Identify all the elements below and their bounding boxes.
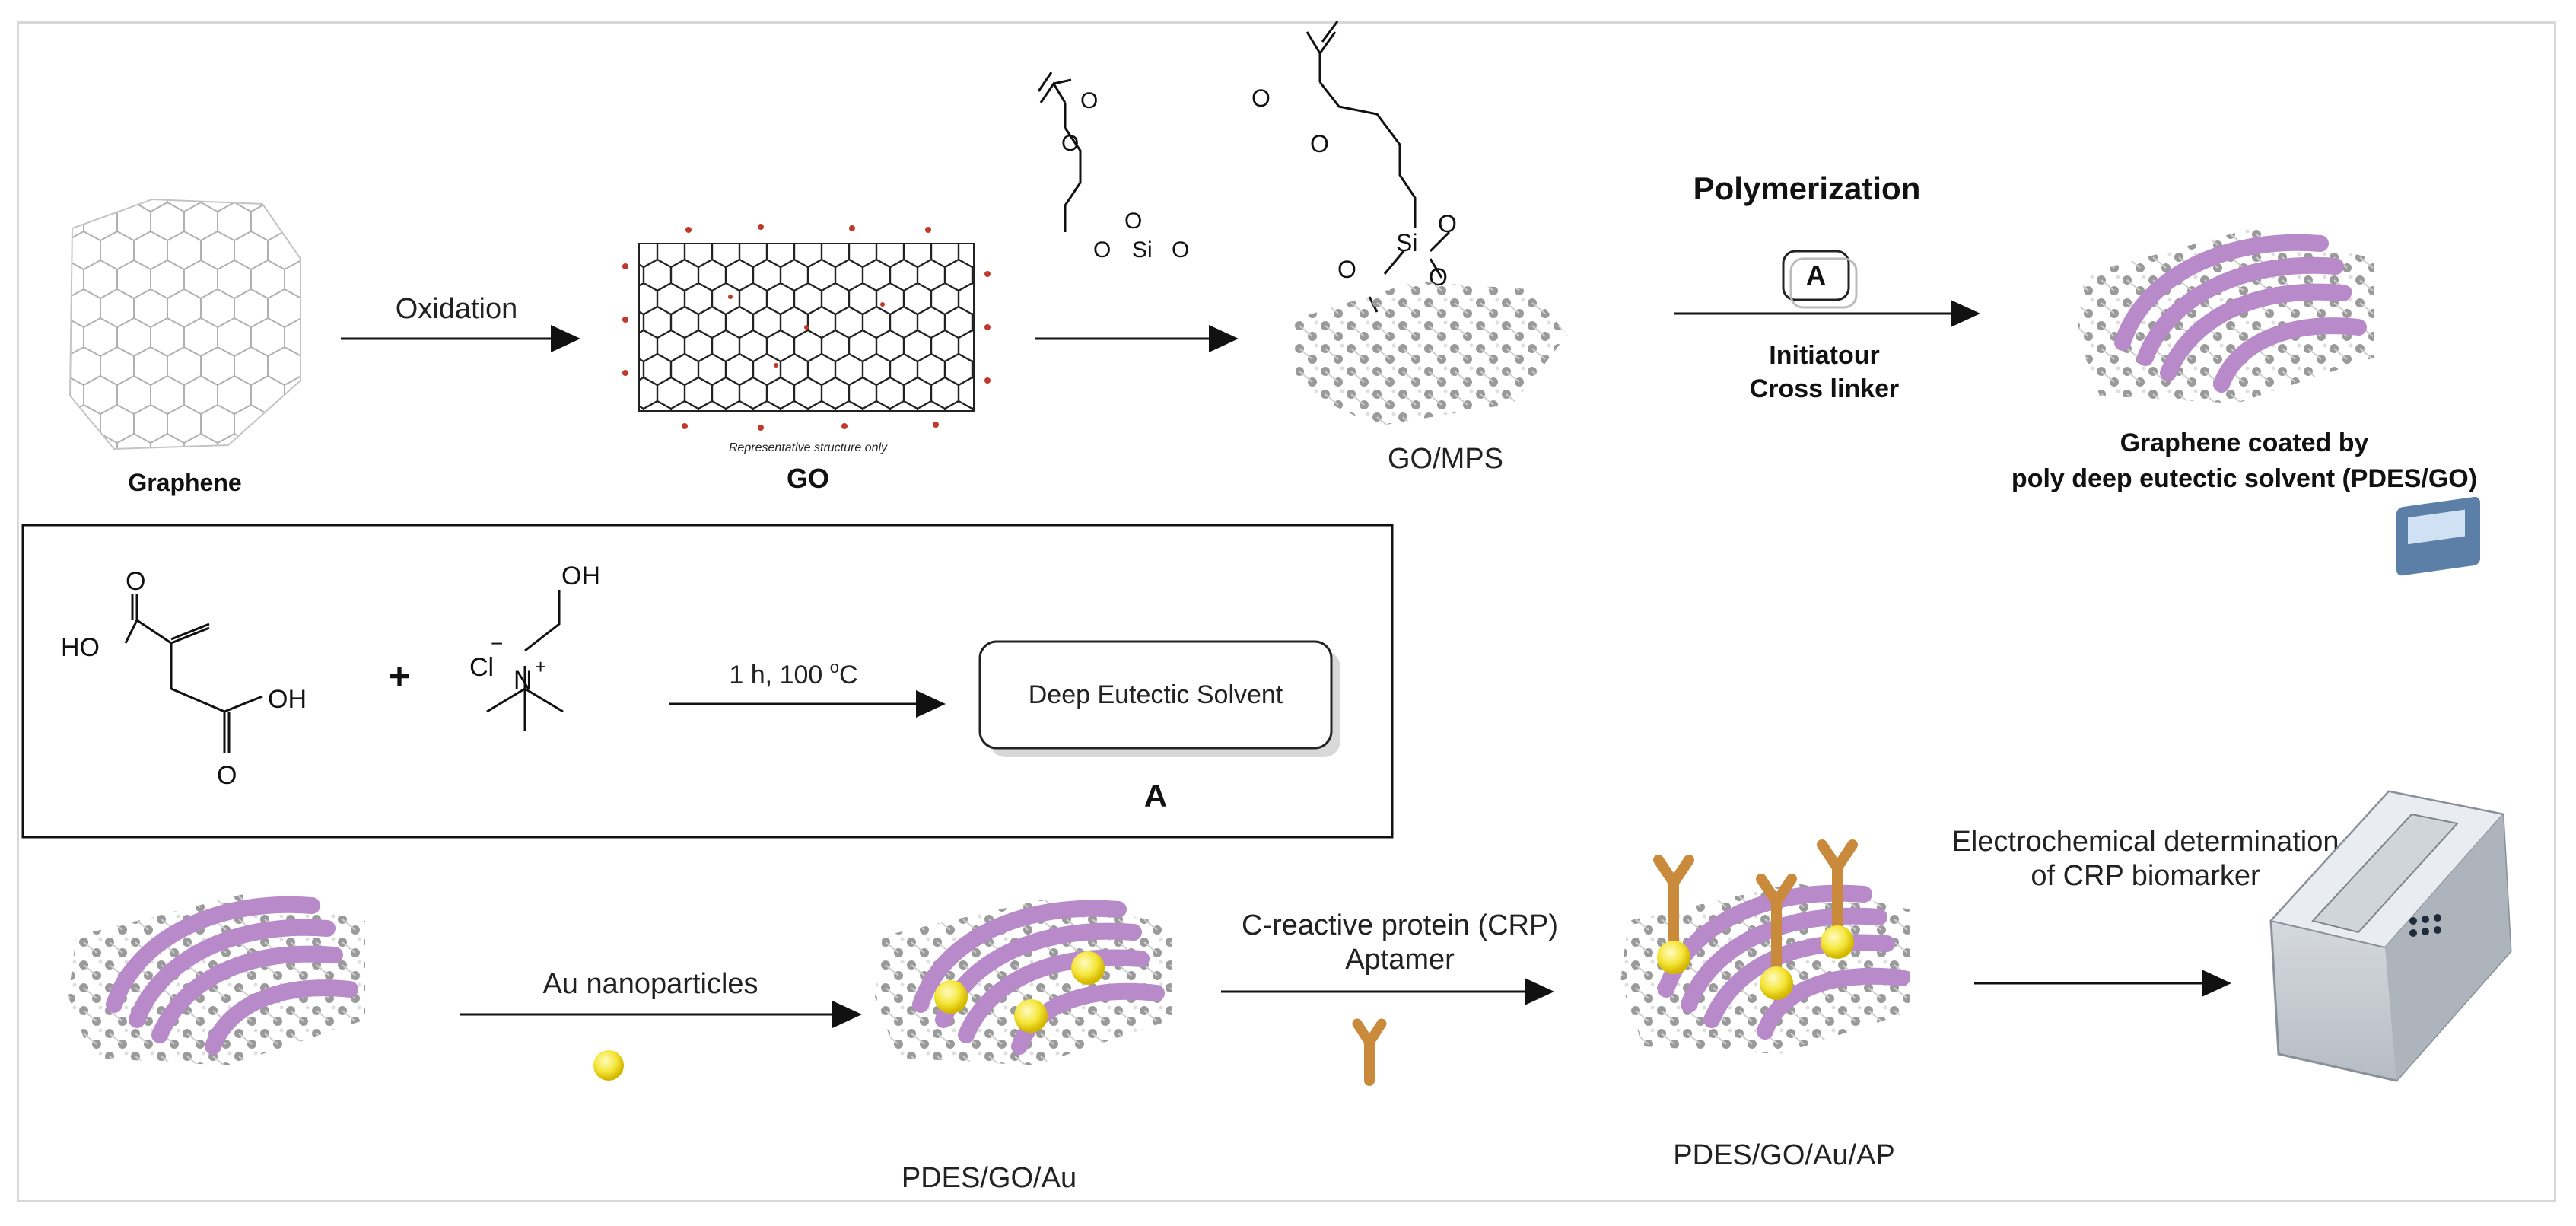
gomps-ester-o: O [1310,130,1329,158]
reagent-a-box [1782,250,1850,301]
initiator-label: Initiatour [1769,341,1879,370]
plus-sign: + [389,657,410,697]
pdes-go-au-illustration [875,898,1172,1065]
aptamer-icon [1352,1018,1387,1086]
crp-label-line1: C-reactive protein (CRP) [1242,909,1558,941]
au-np-label: Au nanoparticles [542,968,758,1000]
mps-carbonyl-o: O [1080,88,1098,113]
des-condition-label: 1 h, 100 oC [729,658,857,689]
pdes-go-au-ap-illustration [1620,839,1910,1054]
electrochemical-analyzer-icon [2269,496,2512,1082]
mps-o-left: O [1093,237,1111,263]
pdes-go-au-label: PDES/GO/Au [902,1162,1077,1194]
gomps-o-3: O [1337,256,1356,283]
gomps-carbonyl-o: O [1251,84,1271,112]
polymerization-label: Polymerization [1693,170,1921,206]
des-product-label: Deep Eutectic Solvent [1029,680,1283,709]
go-representative-note: Representative structure only [729,441,888,454]
electro-label-line1: Electrochemical determination [1951,826,2339,858]
go-label: GO [787,463,829,494]
mps-o-right: O [1172,237,1189,263]
pdes-go-illustration [2077,228,2374,403]
mps-ester-o: O [1061,131,1079,156]
mps-si: Si [1132,237,1153,263]
choline-cl: Cl [469,653,494,682]
itaconic-ho: HO [61,633,100,662]
graphene-label: Graphene [128,469,241,496]
gomps-label: GO/MPS [1388,443,1503,475]
choline-chloride-structure [486,590,564,731]
go-mps-structure [1305,21,1451,313]
gomps-o-1: O [1438,210,1457,237]
graphene-oxide-structure [622,224,991,431]
mps-o-top: O [1124,209,1142,234]
electro-label-line2: of CRP biomarker [2031,860,2260,892]
crosslinker-label: Cross linker [1750,374,1900,403]
itaconic-oh: OH [268,685,307,714]
choline-cl-charge: − [491,632,503,655]
mps-silane-structure [1037,72,1082,232]
reagent-a-letter: A [1806,260,1826,291]
gomps-graphene-sheet [1293,282,1567,426]
pdes-go-title-line2: poly deep eutectic solvent (PDES/GO) [2012,464,2477,493]
pdes-go-au-ap-label: PDES/GO/Au/AP [1673,1139,1894,1171]
graphene-sheet-illustration [68,198,301,451]
choline-n: N [514,666,533,695]
choline-oh: OH [561,562,600,591]
oxidation-label: Oxidation [396,293,518,325]
gomps-si: Si [1396,229,1417,256]
crp-label-line2: Aptamer [1345,944,1455,976]
itaconic-acid-structure [124,594,263,753]
gold-nanoparticle-icon [593,1050,624,1081]
itaconic-bottom-o: O [217,761,237,790]
des-panel-border [21,524,1394,839]
choline-n-charge: + [535,655,546,678]
pdes-go-title-line1: Graphene coated by [2120,428,2369,457]
des-product-box [978,640,1333,750]
des-product-letter: A [1144,778,1167,814]
outer-frame [17,21,2556,1202]
pdes-go-start-illustration [68,894,365,1065]
itaconic-top-o: O [126,567,145,596]
